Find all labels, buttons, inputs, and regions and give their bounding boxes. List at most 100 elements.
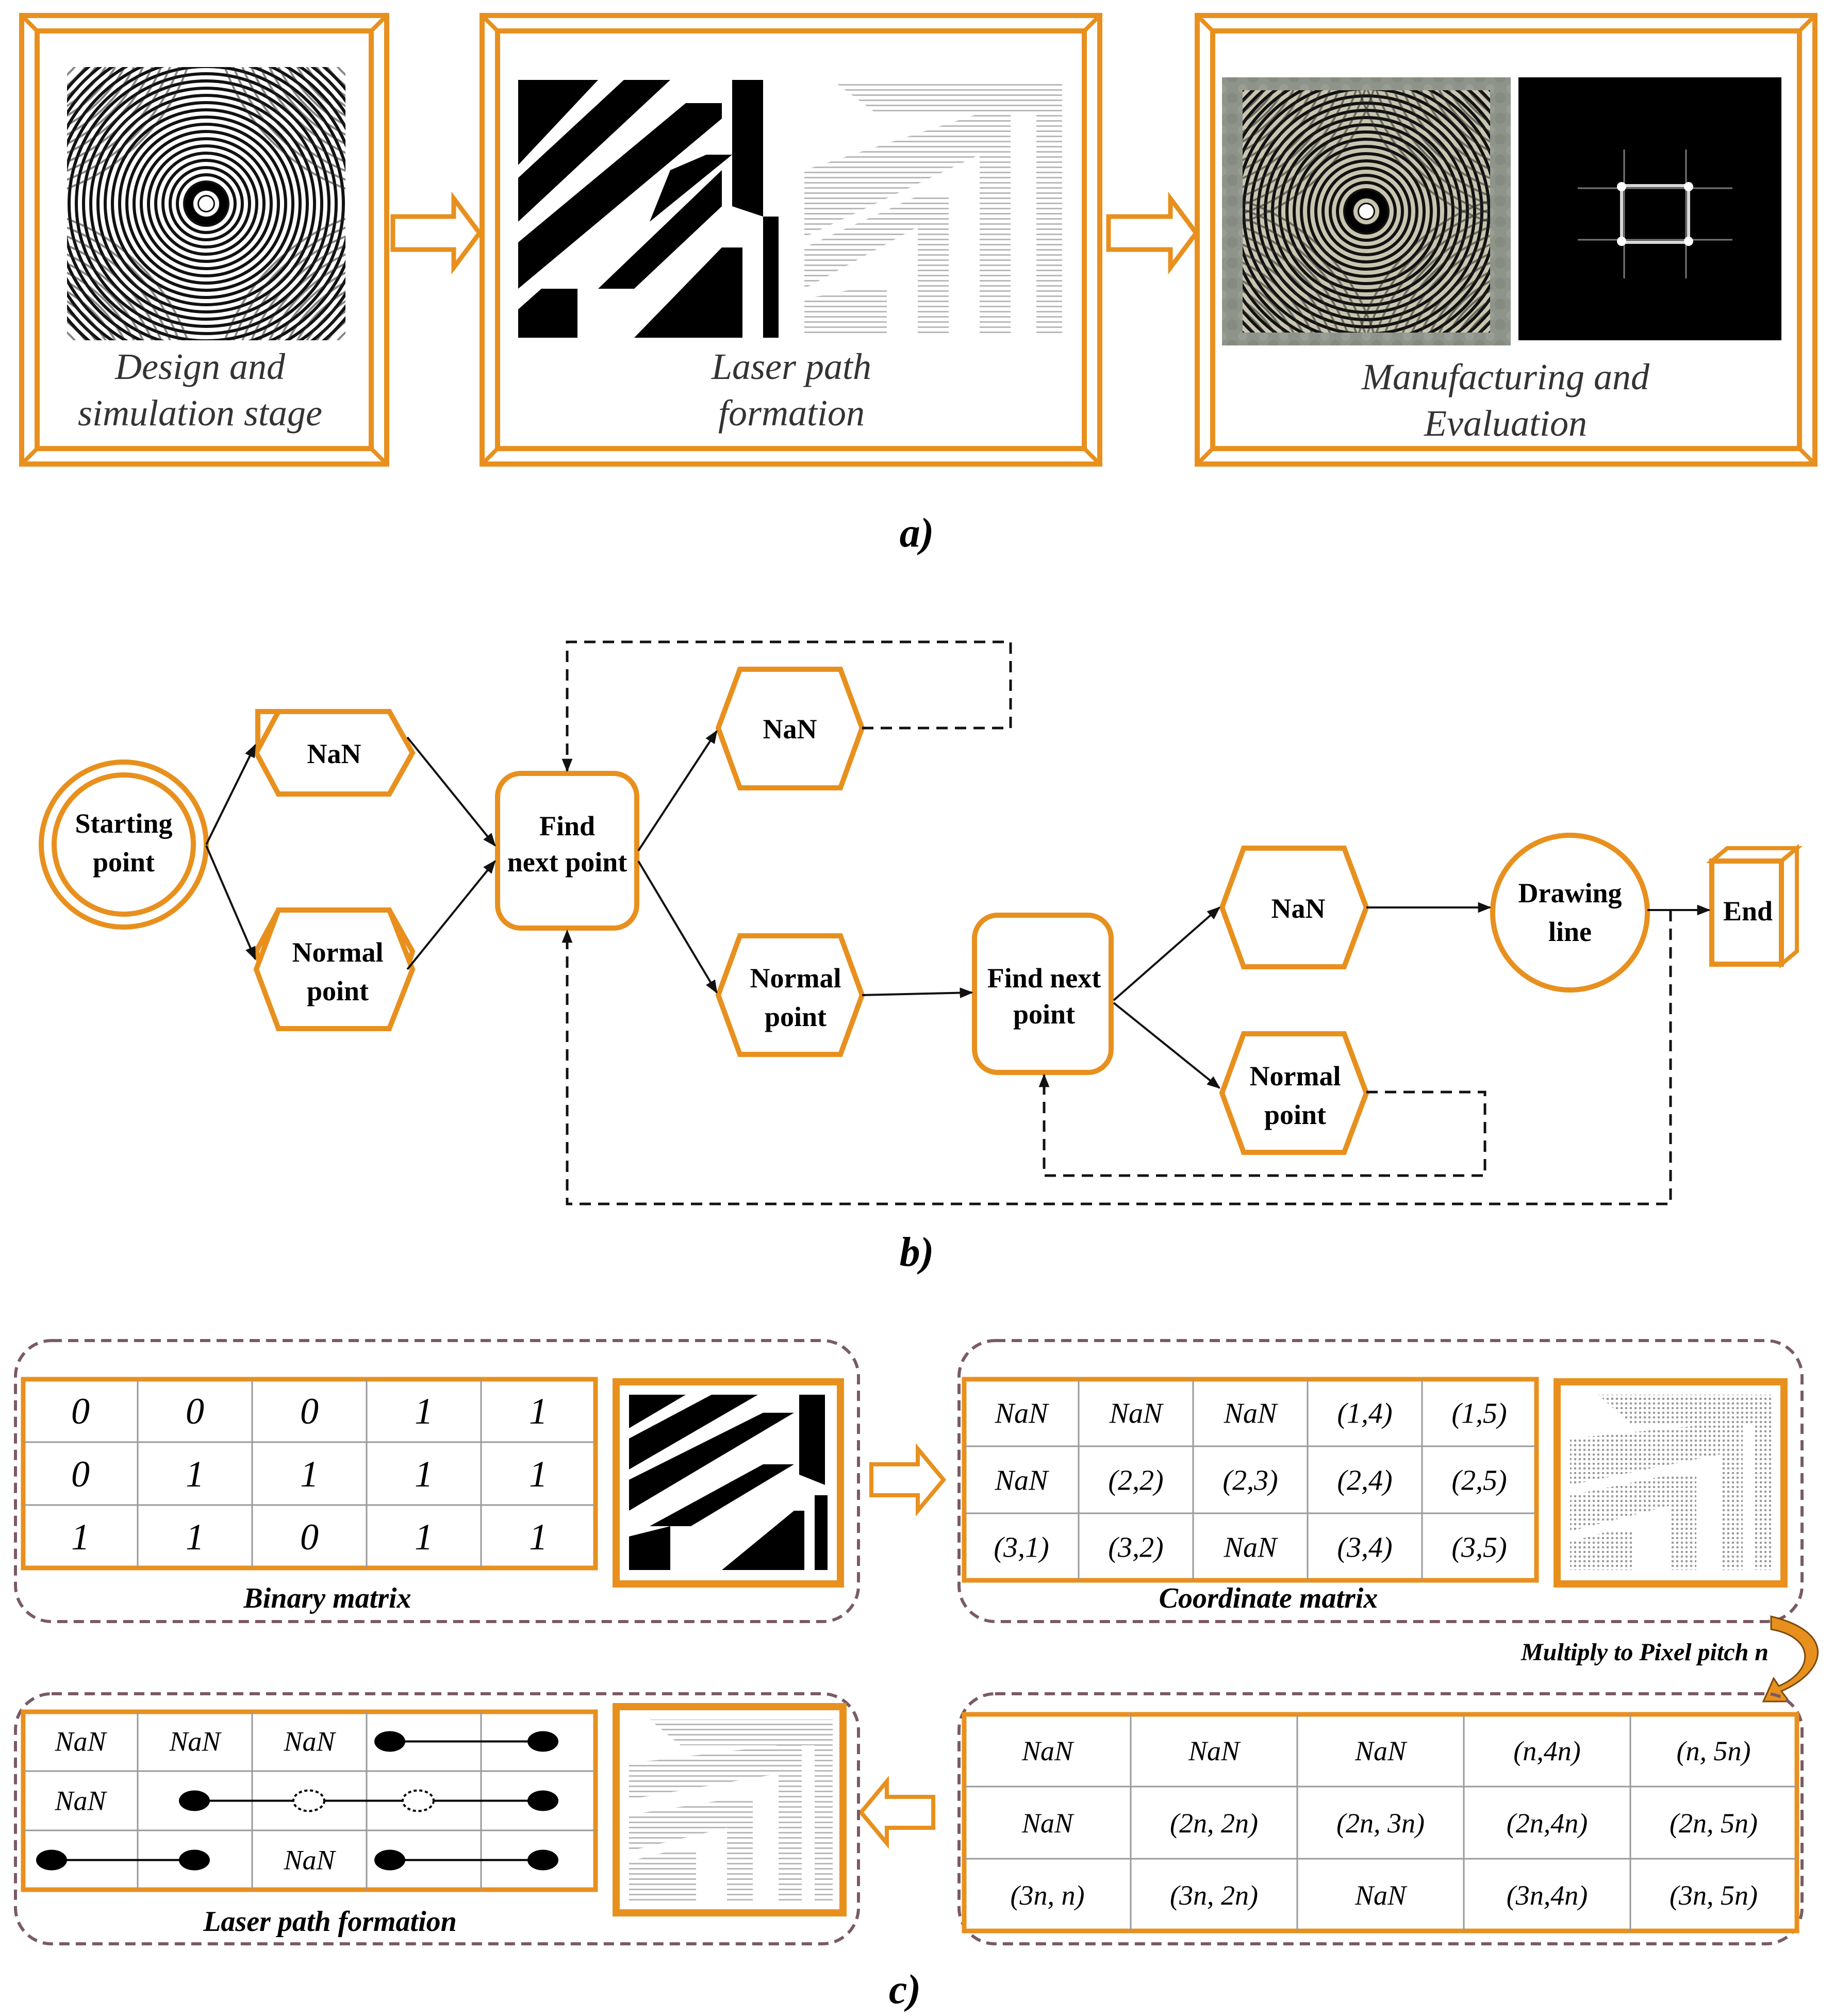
stage-label-line1: Laser path [711,346,871,387]
drawing-line2: line [1548,916,1592,947]
table-cell: NaN [1224,1398,1278,1430]
table-cell: (3,5) [1451,1532,1507,1564]
path-point [527,1731,558,1752]
hollow-arrow-2 [1106,191,1199,275]
laser-path-caption: Laser path formation [203,1906,457,1938]
hollow-arrow-1 [390,191,483,275]
table-cell: (2,4) [1337,1465,1392,1497]
end-node: End [1706,844,1803,969]
stage-label-line2: simulation stage [78,392,322,434]
drawing-line-node: Drawing line [1490,833,1650,993]
coordinate-matrix-group [957,1339,1804,1623]
table-cell: (n, 5n) [1677,1736,1751,1766]
line-pattern-image [802,80,1067,338]
table-cell: 0 [71,1453,90,1495]
path-point [374,1731,405,1752]
table-cell: NaN [1354,1880,1408,1911]
dot-pattern-thumbnail [1554,1378,1788,1588]
table-cell: 0 [186,1391,204,1432]
table-cell: 0 [300,1391,319,1432]
panel-a: Design and simulation stage [19,13,1818,556]
find-next-point-node-1: Find next point [495,771,639,931]
table-cell: 1 [415,1516,433,1558]
table-cell: (3,2) [1108,1532,1163,1564]
start-label-line1: Starting [75,808,173,839]
normal-label-line1: Normal [750,963,841,994]
table-cell: (n,4n) [1513,1736,1580,1766]
line-pattern-thumbnail [613,1703,847,1916]
path-point [292,1789,325,1812]
stage-frame-manufacturing: Manufacturing and Evaluation [1195,13,1818,467]
table-cell: (3,1) [994,1532,1049,1564]
normal-label-line2: point [1264,1099,1326,1130]
table-cell: (3,4) [1337,1532,1392,1564]
start-node: Starting point [39,759,209,930]
nan-node-1: NaN [253,709,416,797]
table-cell: (2,5) [1451,1465,1507,1497]
find1-line2: next point [507,847,627,878]
find2-line1: Find next [987,963,1101,994]
binary-pattern-thumbnail [613,1378,844,1588]
normal-node-3: Normal point [1219,1031,1369,1155]
coordinate-matrix-caption: Coordinate matrix [1159,1582,1378,1614]
path-point [527,1849,558,1871]
nan-label: NaN [307,738,361,769]
table-cell: (3n,4n) [1507,1880,1588,1911]
table-cell: NaN [283,1845,336,1876]
end-label: End [1723,896,1773,927]
table-cell: NaN [54,1786,107,1816]
table-cell: (2n,4n) [1507,1808,1588,1839]
pitch-matrix-group [957,1692,1804,1945]
table-cell: (1,5) [1451,1398,1507,1430]
table-cell: NaN [1224,1532,1278,1564]
table-cell: 0 [71,1391,90,1432]
table-cell: (3n, n) [1011,1880,1085,1911]
table-cell: (2n, 5n) [1670,1808,1758,1839]
flow-arrows [205,730,1711,1089]
table-cell: 1 [529,1453,548,1495]
binary-matrix-caption: Binary matrix [243,1582,411,1614]
path-point [527,1790,558,1811]
binary-matrix-group [14,1339,860,1623]
table-cell: NaN [1354,1736,1408,1766]
table-cell: 1 [300,1453,319,1495]
normal-node-1: Normal point [253,907,416,1031]
path-point [179,1790,210,1811]
start-label-line2: point [93,847,155,878]
table-cell: (2,3) [1222,1465,1278,1497]
laser-path-group [14,1692,860,1945]
normal-label-line1: Normal [292,937,384,968]
stage-frame-design: Design and simulation stage [19,13,389,467]
table-cell: 0 [300,1516,319,1558]
table-cell: (3n, 5n) [1670,1880,1758,1911]
table-cell: 1 [71,1516,90,1558]
table-cell: NaN [283,1726,336,1757]
diffraction-pattern-image [1518,77,1781,340]
panel-c-label: c) [889,1967,921,2012]
nan-label: NaN [1271,893,1326,924]
table-cell: (2n, 2n) [1170,1808,1258,1839]
table-cell: NaN [169,1726,222,1757]
panel-b: Starting point NaN Normal point Find nex… [39,640,1803,1275]
table-cell: NaN [1188,1736,1241,1766]
nan-node-2: NaN [715,667,865,790]
nan-label: NaN [763,714,817,745]
moire-pattern-image [67,67,345,340]
binary-pattern-image [518,80,779,338]
table-cell: (2n, 3n) [1336,1808,1425,1839]
curved-arrow [1762,1615,1819,1703]
find-next-point-node-2: Find next point [972,913,1114,1075]
manufactured-sample-photo [1222,77,1511,345]
stage-frame-laser-path: Laser path formation [480,13,1102,467]
multiply-note: Multiply to Pixel pitch n [1521,1639,1769,1666]
normal-label-line2: point [307,976,369,1006]
table-cell: NaN [995,1398,1049,1430]
drawing-line1: Drawing [1518,878,1622,908]
hollow-arrow-c2 [858,1775,935,1849]
normal-node-2: Normal point [715,933,865,1057]
